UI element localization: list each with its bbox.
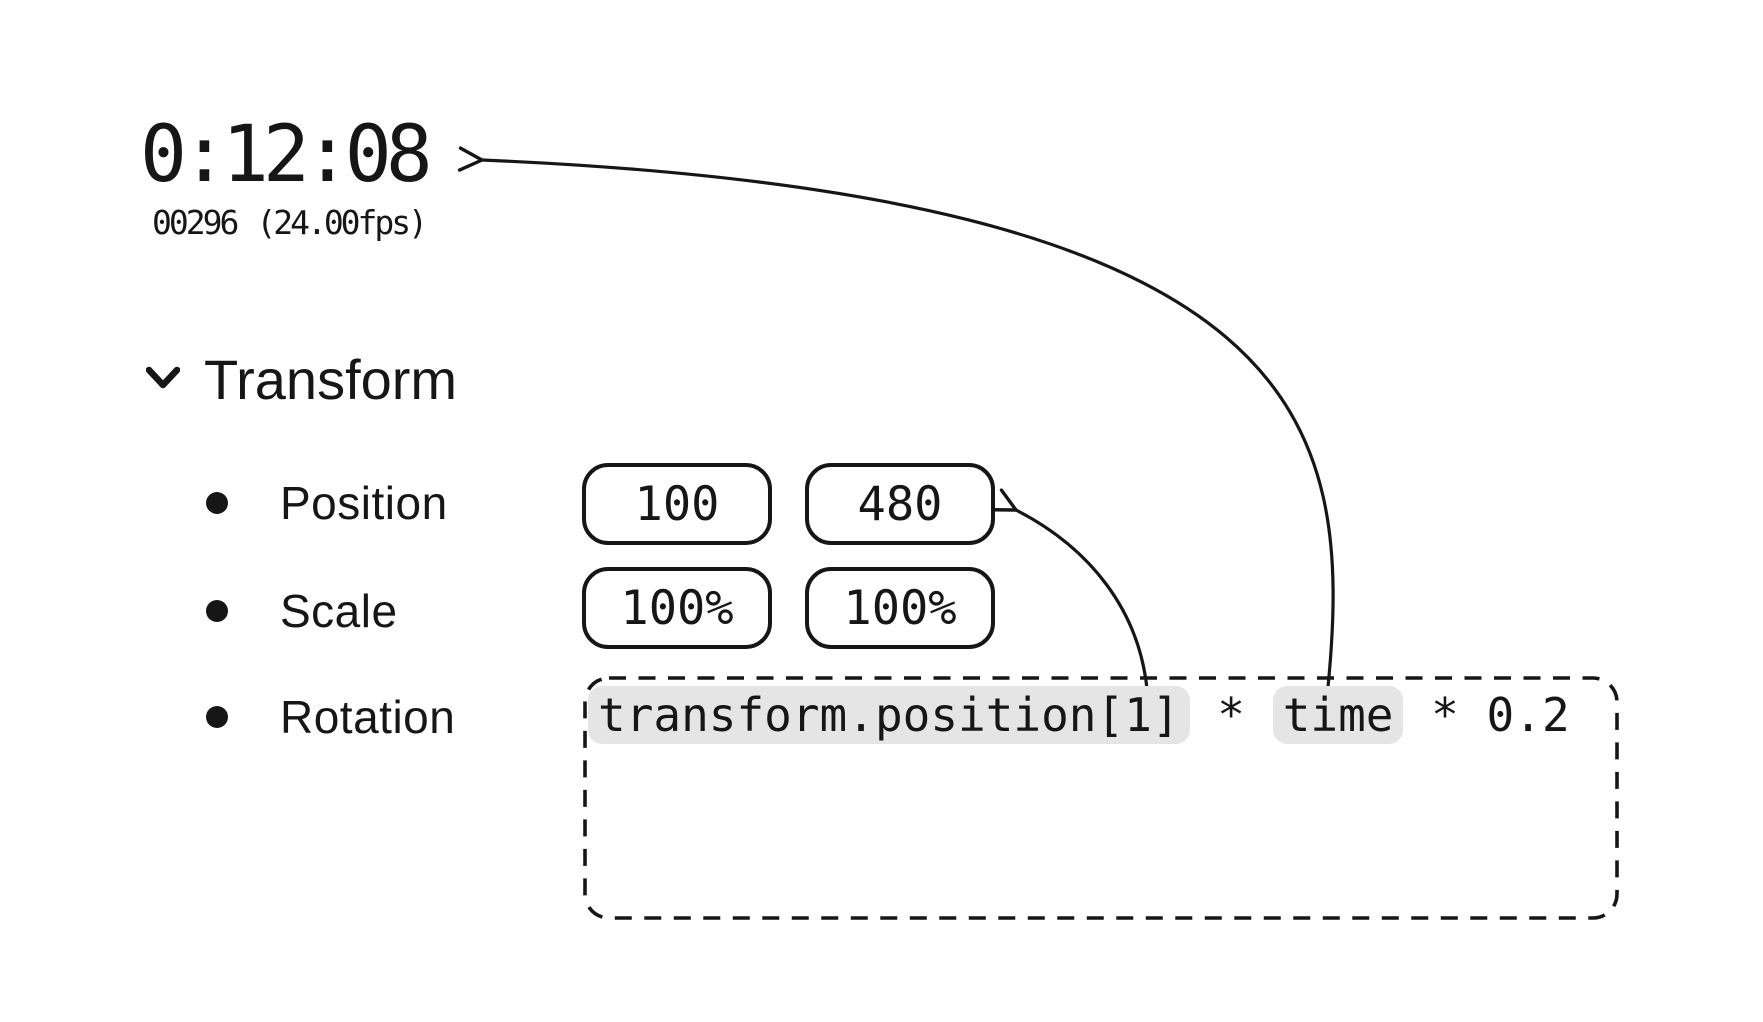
transform-section-header[interactable]: Transform <box>204 348 458 411</box>
bullet-icon <box>206 492 228 514</box>
framerate-label: (24.00fps) <box>256 203 428 242</box>
expression-operator: * <box>1189 688 1273 742</box>
bullet-icon <box>206 706 228 728</box>
scale-y-value[interactable]: 100% <box>805 567 995 649</box>
position-x-value[interactable]: 100 <box>582 463 772 545</box>
property-label-scale: Scale <box>280 585 398 637</box>
position-y-value[interactable]: 480 <box>805 463 995 545</box>
frame-counter: 00296 <box>152 203 239 242</box>
scale-x-value[interactable]: 100% <box>582 567 772 649</box>
timecode-display[interactable]: 0:12:08 <box>140 110 433 200</box>
position-token[interactable]: transform.position[1] <box>588 686 1190 744</box>
bullet-icon <box>206 600 228 622</box>
expression-operator: * 0.2 <box>1403 688 1570 742</box>
property-label-rotation: Rotation <box>280 691 456 743</box>
time-token[interactable]: time <box>1272 686 1404 744</box>
arrow-token-to-position-y-icon <box>989 488 1149 690</box>
chevron-down-icon[interactable] <box>146 366 180 389</box>
frame-info: 00296 (24.00fps) <box>152 203 428 242</box>
expression-input-box[interactable] <box>583 676 1619 920</box>
property-label-position: Position <box>280 477 448 529</box>
expression-input[interactable]: transform.position[1] * time * 0.2 <box>588 686 1570 744</box>
